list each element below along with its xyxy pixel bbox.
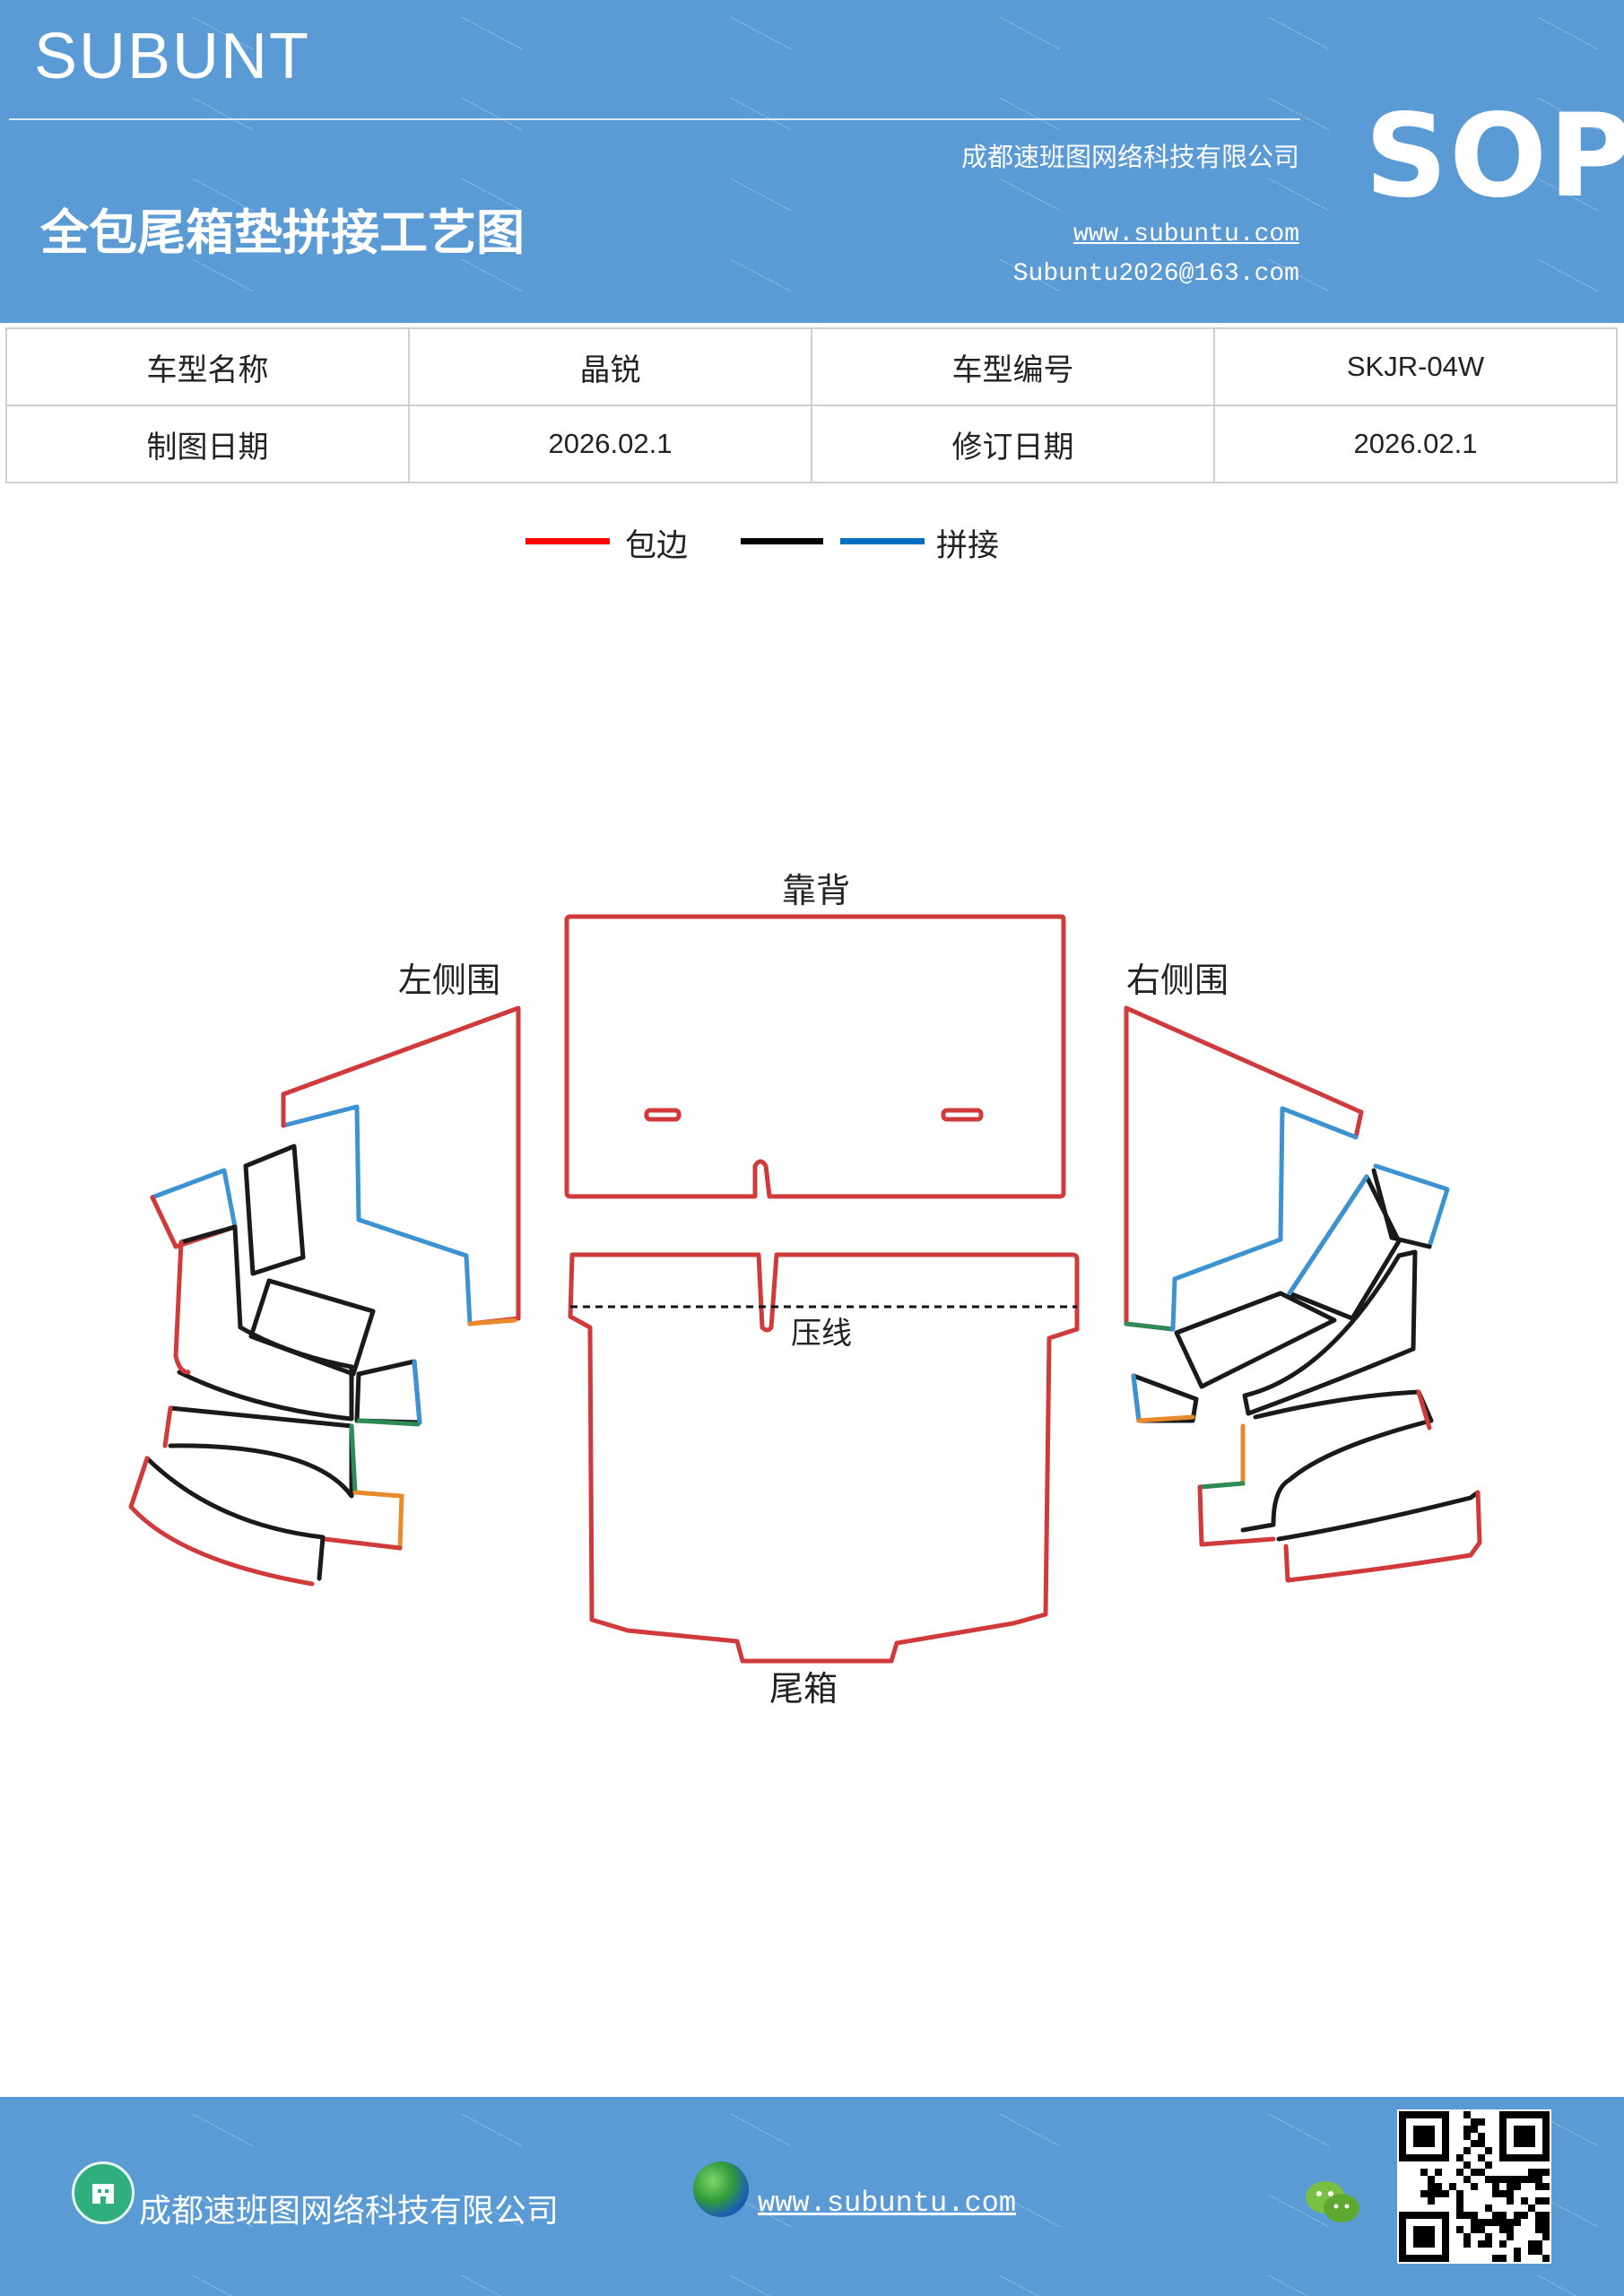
value-draw-date: 2026.02.1 [408, 404, 812, 483]
sop-badge: SOP [1365, 90, 1624, 223]
right-side-pieces [1124, 1005, 1482, 1583]
header-banner: ————————————————————————————————————————… [0, 0, 1624, 323]
watermark-mark: ——————— [458, 2269, 525, 2296]
label-model-code: 车型编号 [811, 327, 1215, 406]
legend-swatch-splice-blue [840, 538, 925, 544]
watermark-mark: ——————— [458, 2108, 525, 2152]
label-trunk: 尾箱 [769, 1669, 838, 1709]
watermark-mark: ——————— [1265, 2108, 1333, 2152]
watermark-mark: ——————— [996, 2269, 1064, 2296]
watermark-mark: ——————— [727, 2108, 795, 2152]
trunk-panel [568, 1252, 1080, 1664]
value-revision-date: 2026.02.1 [1213, 404, 1618, 483]
watermark-mark: ——————— [1265, 2269, 1333, 2296]
vehicle-info-table: 车型名称 晶锐 车型编号 SKJR-04W 制图日期 2026.02.1 修订日… [5, 327, 1618, 483]
qr-code[interactable] [1397, 2109, 1551, 2264]
wechat-icon[interactable] [1302, 2176, 1365, 2230]
label-revision-date: 修订日期 [811, 404, 1215, 483]
legend: 包边 拼接 [0, 511, 1624, 583]
label-press-line: 压线 [791, 1316, 852, 1352]
watermark-mark: ——————— [189, 2108, 256, 2152]
legend-swatch-binding [525, 538, 610, 544]
footer-company-name: 成都速班图网络科技有限公司 [139, 2193, 560, 2230]
label-backrest: 靠背 [782, 871, 850, 910]
label-left-side: 左侧围 [398, 961, 500, 1000]
globe-icon [693, 2161, 749, 2217]
watermark-mark: ——————— [727, 2269, 795, 2296]
table-row: 制图日期 2026.02.1 修订日期 2026.02.1 [5, 404, 1618, 483]
email-address[interactable]: Subuntu2026@163.com [1012, 260, 1299, 288]
watermark-mark: ——————— [1534, 2269, 1602, 2296]
legend-label-binding: 包边 [625, 528, 689, 564]
brand-logo: SUBUNT [34, 21, 311, 92]
legend-swatch-splice-black [741, 538, 823, 544]
footer-banner: ——————— ——————— ——————— ——————— ——————— —————… [0, 2097, 1624, 2296]
label-draw-date: 制图日期 [5, 404, 410, 483]
website-link[interactable]: www.subuntu.com [1073, 221, 1299, 248]
legend-label-splice: 拼接 [936, 528, 1000, 564]
company-name: 成都速班图网络科技有限公司 [960, 142, 1299, 172]
building-icon [72, 2161, 135, 2224]
watermark-mark: ——————— [189, 2269, 256, 2296]
table-row: 车型名称 晶锐 车型编号 SKJR-04W [5, 327, 1618, 406]
value-model-code: SKJR-04W [1213, 327, 1618, 406]
label-right-side: 右侧围 [1126, 961, 1229, 1000]
left-side-pieces [128, 1005, 521, 1587]
value-model-name: 晶锐 [408, 327, 812, 406]
header-divider [9, 118, 1300, 120]
document-title: 全包尾箱垫拼接工艺图 [40, 204, 525, 261]
backrest-panel [564, 914, 1066, 1199]
watermark-mark: ——————— [996, 2108, 1064, 2152]
label-model-name: 车型名称 [5, 327, 410, 406]
footer-website-link[interactable]: www.subuntu.com [758, 2187, 1017, 2220]
